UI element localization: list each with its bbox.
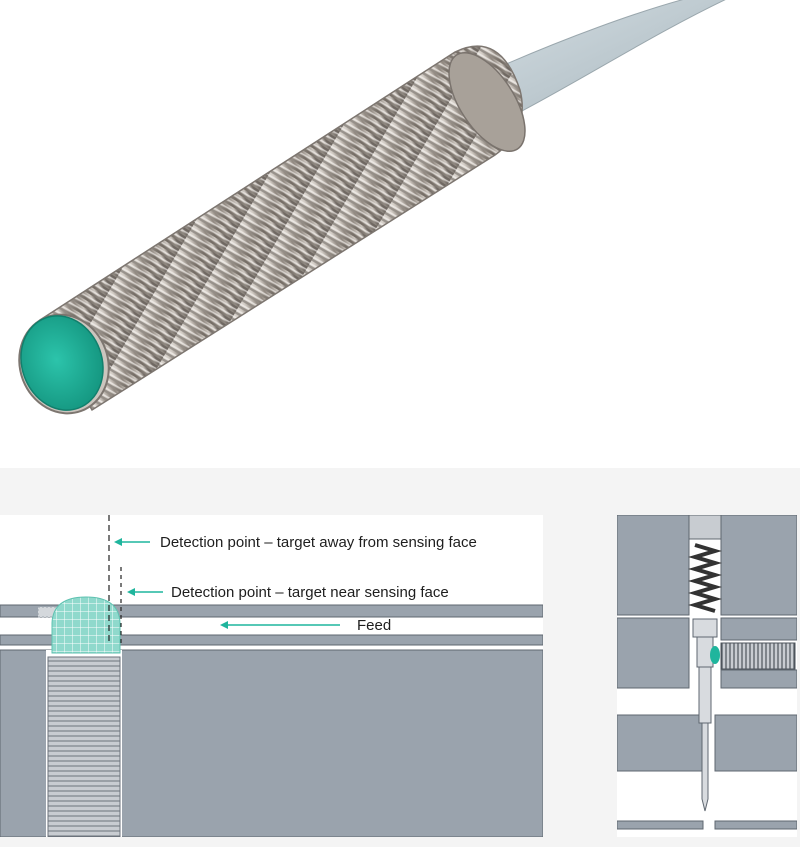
housing-side-right xyxy=(720,669,797,689)
upper-rail xyxy=(0,604,543,618)
target-object xyxy=(51,596,121,654)
detection-point-diagram: Detection point – target away from sensi… xyxy=(0,515,543,837)
plunger-target-marker xyxy=(710,646,720,664)
label-detection-far: Detection point – target away from sensi… xyxy=(160,534,477,551)
plunger-lower xyxy=(698,666,712,724)
label-feed: Feed xyxy=(357,617,391,634)
product-photo xyxy=(0,0,800,468)
mounting-diagram xyxy=(617,515,797,837)
lower-rail xyxy=(0,634,543,646)
detection-diagram-svg: Detection point – target away from sensi… xyxy=(0,515,543,837)
proximity-sensor-illustration xyxy=(18,0,726,415)
housing-lower-right xyxy=(714,714,797,772)
plunger-head xyxy=(692,618,718,638)
arrow-feed xyxy=(220,621,340,629)
spring xyxy=(688,543,722,613)
sensing-face xyxy=(20,315,104,411)
plunger-needle xyxy=(701,722,709,812)
housing-lower-left xyxy=(617,714,704,772)
mounting-diagram-svg xyxy=(617,515,797,830)
arrow-near xyxy=(127,588,163,596)
plunger-cap xyxy=(688,515,722,540)
housing-upper-right xyxy=(720,515,797,616)
sensor-cable xyxy=(487,0,726,113)
label-detection-near: Detection point – target near sensing fa… xyxy=(171,584,449,601)
base-plate-left xyxy=(617,820,704,830)
housing-upper-left xyxy=(617,515,690,616)
base-plate-right xyxy=(714,820,797,830)
target-trail xyxy=(37,606,69,618)
housing-middle-left xyxy=(617,617,690,689)
side-sensor xyxy=(720,642,796,670)
housing-middle-right xyxy=(720,617,797,641)
sensor-coil xyxy=(47,656,121,837)
arrow-far xyxy=(114,538,150,546)
